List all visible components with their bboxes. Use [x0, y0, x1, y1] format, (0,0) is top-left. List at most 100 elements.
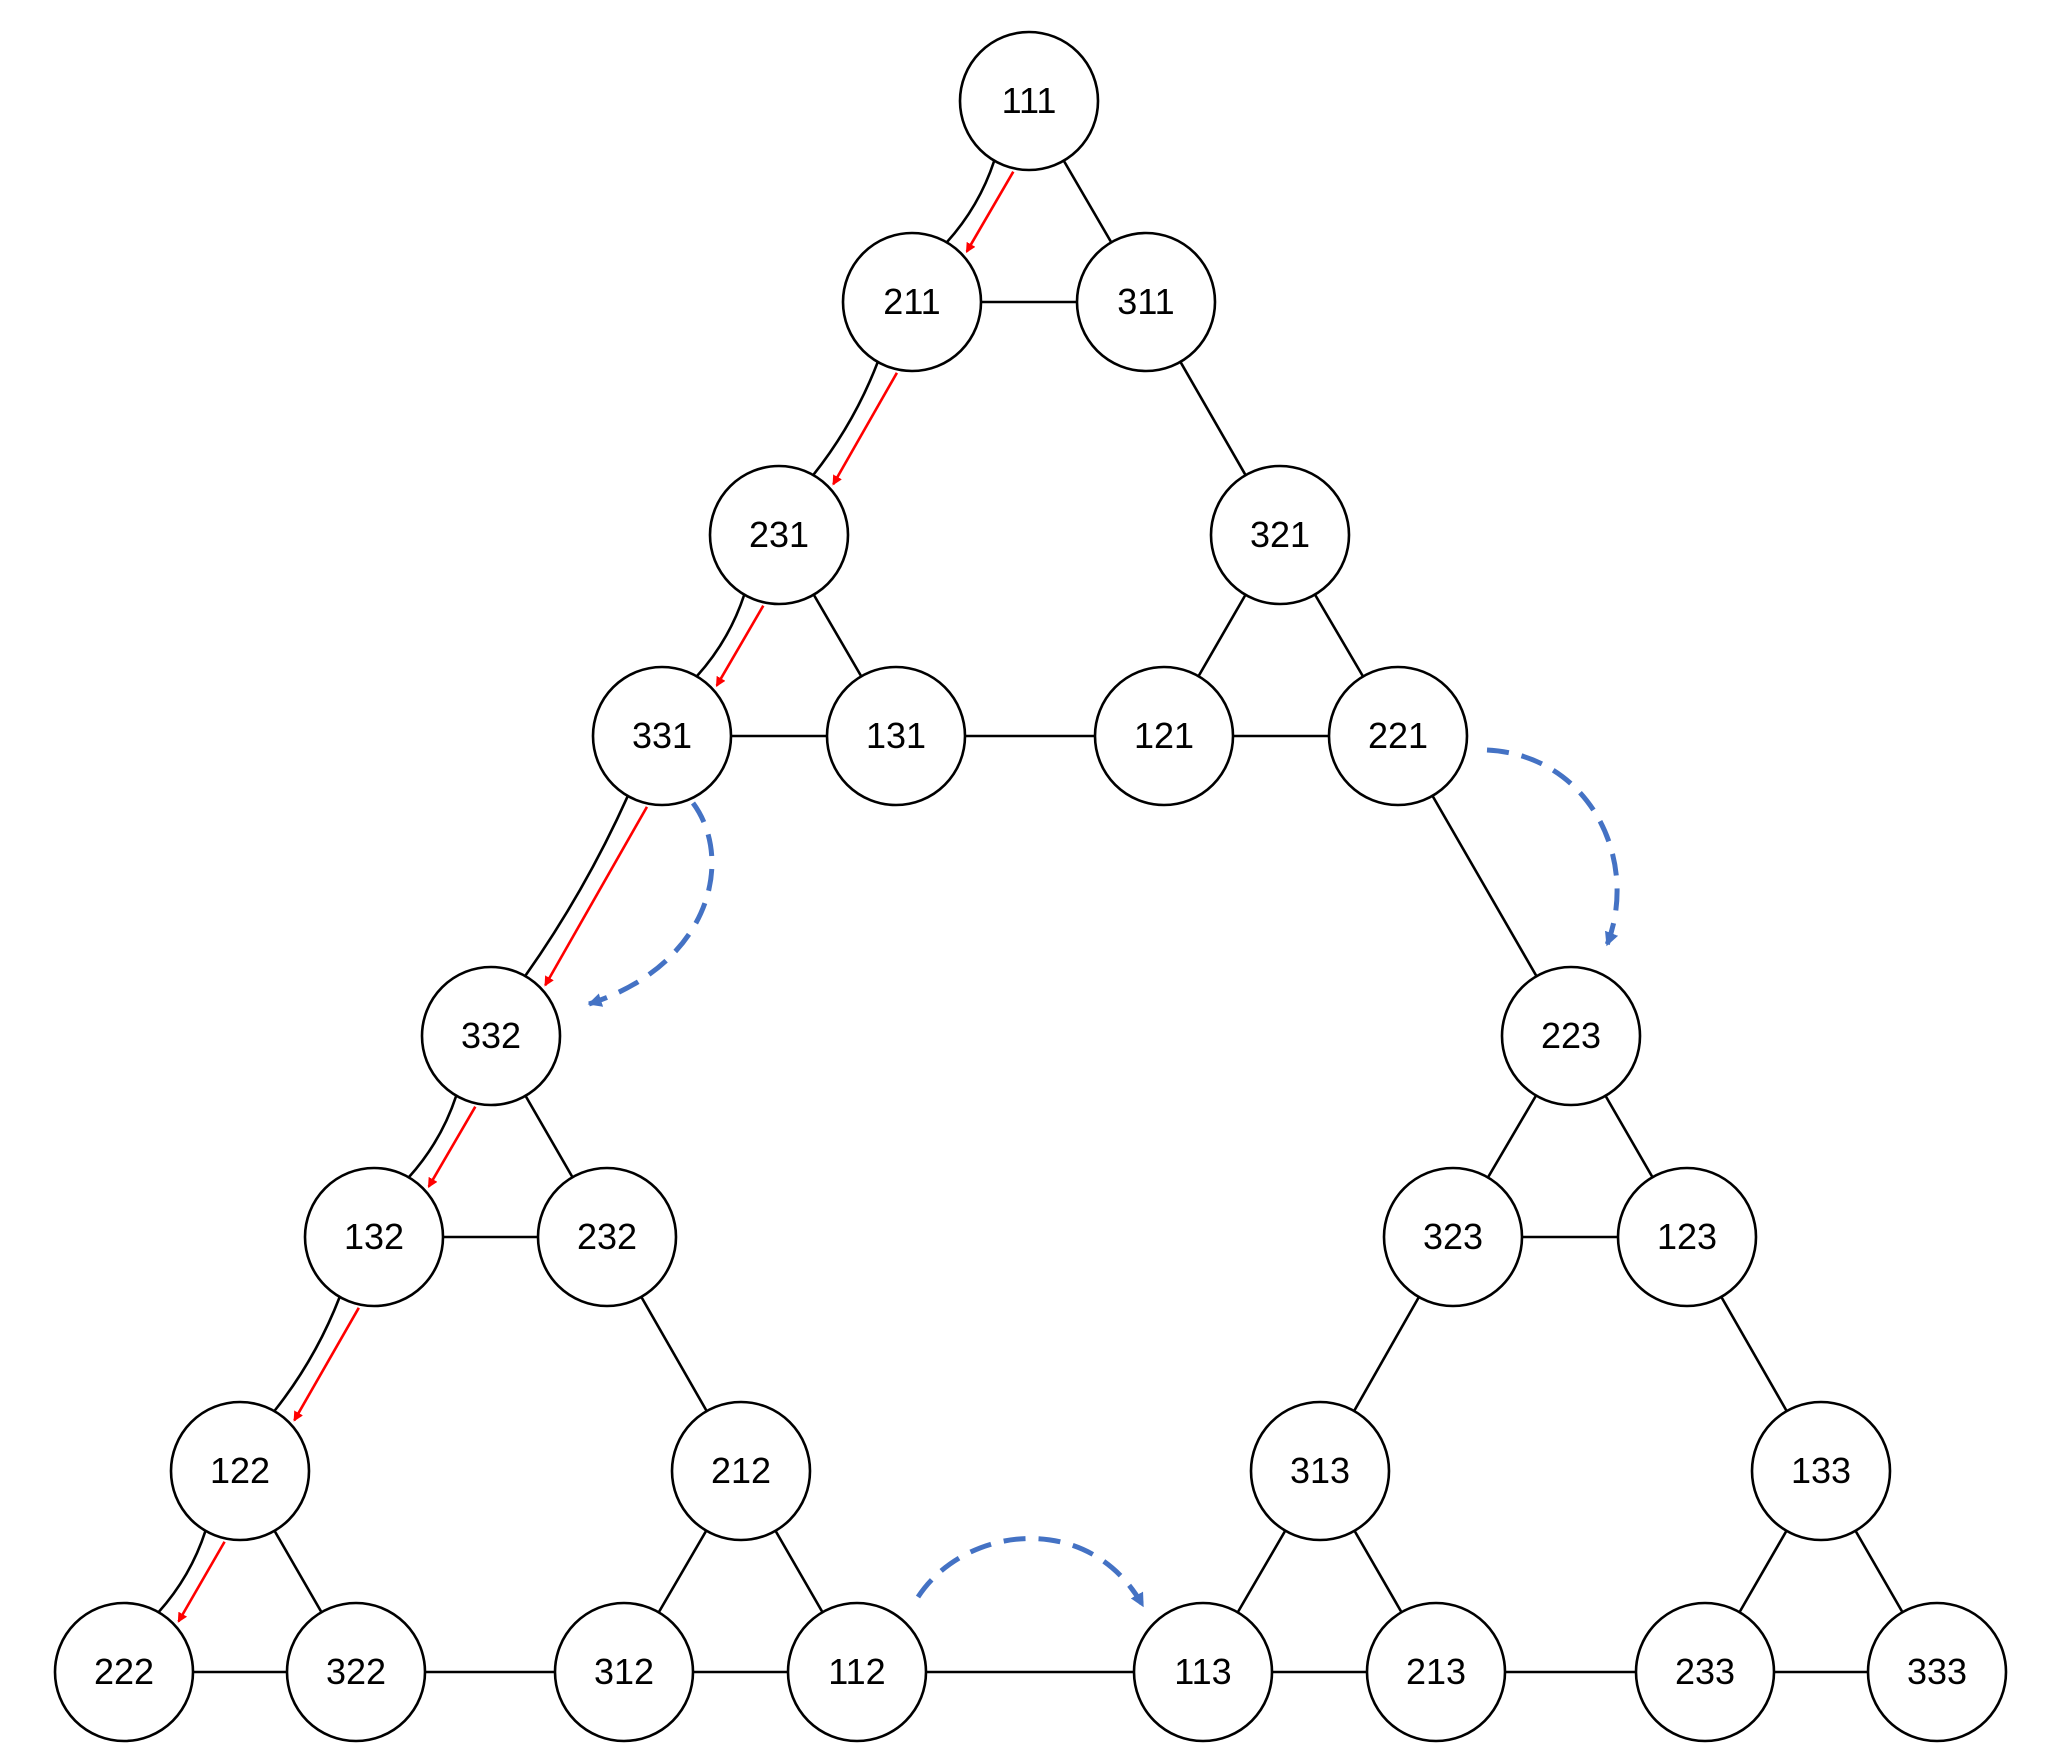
- edge-323-313: [1352, 1296, 1421, 1412]
- node-circle: [670, 1400, 812, 1542]
- node-circle: [958, 30, 1100, 172]
- node-322: 322: [285, 1601, 427, 1743]
- node-circle: [536, 1166, 678, 1308]
- node-circle: [553, 1601, 695, 1743]
- edge-223-323: [1486, 1094, 1538, 1179]
- edge-313-213: [1353, 1530, 1403, 1613]
- node-circle: [825, 665, 967, 807]
- edge-211-231: [812, 361, 880, 476]
- node-label: 331: [632, 715, 692, 756]
- hint-arrow-221-223: [1486, 747, 1620, 947]
- path-arrow-211-231: [832, 372, 899, 486]
- node-label: 122: [210, 1450, 270, 1491]
- node-circle: [1365, 1601, 1507, 1743]
- edge-313-113: [1236, 1529, 1287, 1614]
- node-label: 231: [749, 514, 809, 555]
- node-213: 213: [1365, 1601, 1507, 1743]
- node-circle: [1327, 665, 1469, 807]
- edge-111-311: [1062, 159, 1113, 244]
- node-circle: [1750, 1400, 1892, 1542]
- node-label: 323: [1423, 1216, 1483, 1257]
- node-label: 322: [326, 1651, 386, 1692]
- node-label: 213: [1406, 1651, 1466, 1692]
- node-331: 331: [591, 665, 733, 807]
- node-label: 332: [461, 1015, 521, 1056]
- node-label: 313: [1290, 1450, 1350, 1491]
- node-label: 111: [1002, 80, 1057, 121]
- node-label: 312: [594, 1651, 654, 1692]
- node-circle: [1249, 1400, 1391, 1542]
- edge-212-112: [774, 1530, 824, 1613]
- path-arrow-331-332: [544, 806, 649, 987]
- node-circle: [1634, 1601, 1776, 1743]
- node-circle: [1616, 1166, 1758, 1308]
- hint-arrow-112-113: [915, 1536, 1146, 1608]
- node-label: 123: [1657, 1216, 1717, 1257]
- node-circle: [1500, 965, 1642, 1107]
- node-circle: [1866, 1601, 2008, 1743]
- node-label: 133: [1791, 1450, 1851, 1491]
- edge-221-223: [1431, 795, 1538, 977]
- path-arrow-122-222: [177, 1541, 226, 1623]
- node-circle: [1093, 665, 1235, 807]
- node-circle: [303, 1166, 445, 1308]
- node-label: 233: [1675, 1651, 1735, 1692]
- edge-231-131: [812, 593, 863, 678]
- node-label: 321: [1250, 514, 1310, 555]
- node-label: 212: [711, 1450, 771, 1491]
- node-label: 232: [577, 1216, 637, 1257]
- node-circle: [1209, 464, 1351, 606]
- node-circle: [53, 1601, 195, 1743]
- node-313: 313: [1249, 1400, 1391, 1542]
- node-circle: [169, 1400, 311, 1542]
- node-circle: [591, 665, 733, 807]
- path-arrow-231-331: [715, 605, 765, 688]
- node-111: 111: [958, 30, 1100, 172]
- node-132: 132: [303, 1166, 445, 1308]
- node-circle: [1075, 231, 1217, 373]
- path-layer: [177, 171, 1015, 1623]
- node-211: 211: [841, 231, 983, 373]
- node-label: 113: [1174, 1651, 1231, 1692]
- node-circle: [420, 965, 562, 1107]
- node-circle: [285, 1601, 427, 1743]
- edge-132-122: [273, 1296, 341, 1412]
- node-131: 131: [825, 665, 967, 807]
- edge-111-211: [945, 160, 996, 244]
- node-label: 121: [1134, 715, 1194, 756]
- edge-232-212: [640, 1296, 708, 1412]
- path-arrow-332-132: [427, 1106, 477, 1189]
- node-321: 321: [1209, 464, 1351, 606]
- node-231: 231: [708, 464, 850, 606]
- node-112: 112: [786, 1601, 928, 1743]
- edges-layer: [157, 159, 1904, 1674]
- edge-231-331: [695, 594, 746, 678]
- edge-321-221: [1313, 593, 1365, 678]
- edge-133-233: [1738, 1530, 1788, 1613]
- hint-arrow-331-332: [587, 801, 715, 1007]
- edge-321-121: [1197, 594, 1247, 677]
- node-circle: [708, 464, 850, 606]
- edge-122-322: [273, 1530, 323, 1613]
- node-333: 333: [1866, 1601, 2008, 1743]
- edge-133-333: [1854, 1530, 1904, 1613]
- node-label: 112: [828, 1651, 885, 1692]
- path-arrow-132-122: [293, 1307, 360, 1422]
- edge-331-332: [524, 795, 630, 977]
- node-133: 133: [1750, 1400, 1892, 1542]
- node-122: 122: [169, 1400, 311, 1542]
- node-label: 311: [1117, 281, 1174, 322]
- node-233: 233: [1634, 1601, 1776, 1743]
- edge-212-312: [657, 1529, 708, 1614]
- node-221: 221: [1327, 665, 1469, 807]
- edge-332-232: [524, 1095, 574, 1178]
- node-circle: [1132, 1601, 1274, 1743]
- node-113: 113: [1132, 1601, 1274, 1743]
- node-circle: [1382, 1166, 1524, 1308]
- edge-223-123: [1604, 1095, 1654, 1178]
- node-label: 132: [344, 1216, 404, 1257]
- node-312: 312: [553, 1601, 695, 1743]
